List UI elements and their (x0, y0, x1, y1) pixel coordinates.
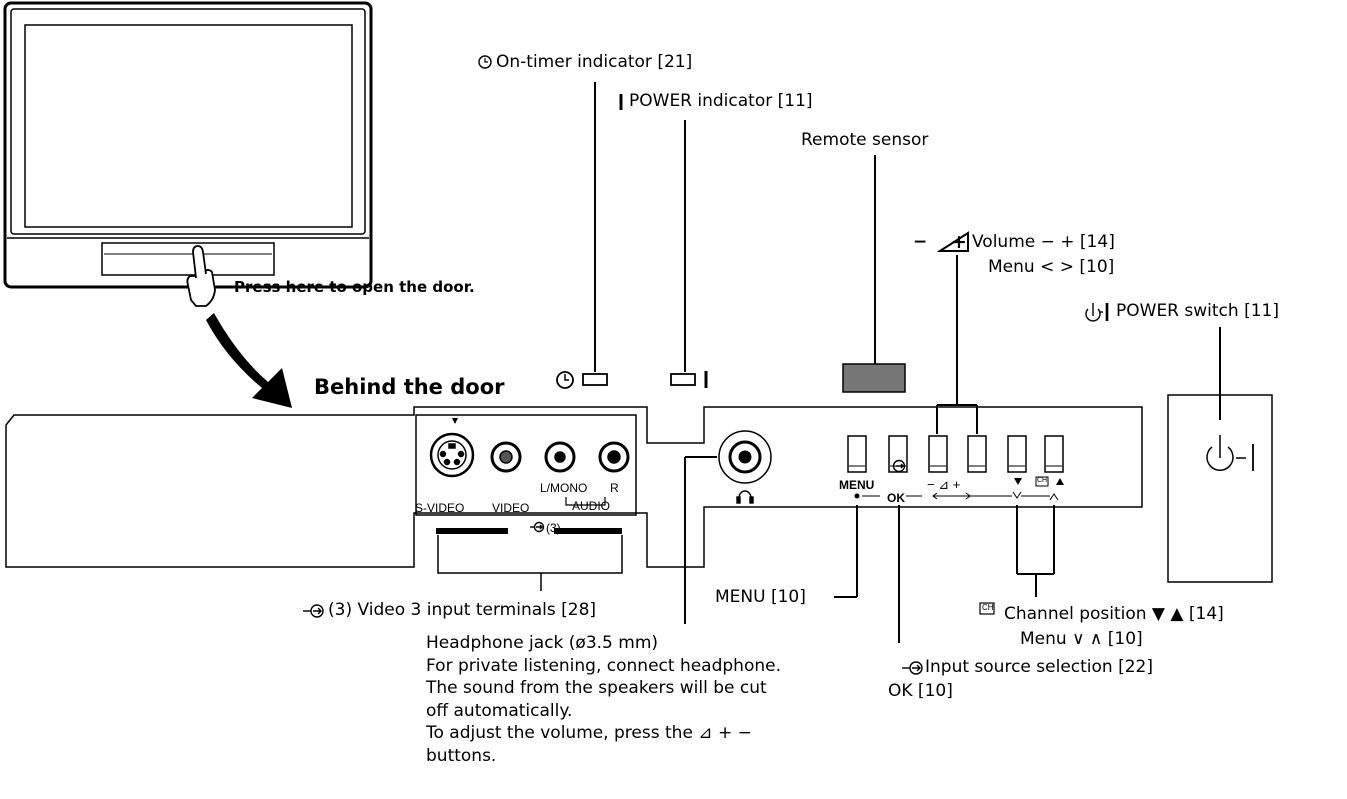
power-switch-label: POWER switch [11] (1116, 301, 1279, 321)
input-source-label: Input source selection [22] (925, 657, 1153, 677)
volume-minus-label: − (913, 232, 928, 252)
volume-plus-label: + (951, 231, 967, 253)
menu-button-label: MENU (839, 478, 875, 492)
av-input-panel (415, 414, 637, 591)
hand-pointer-icon (186, 245, 216, 307)
channel-icon (979, 476, 1049, 615)
headphone-icon (736, 490, 754, 504)
menu-label: MENU [10] (715, 587, 806, 607)
input3-label: (3) (546, 521, 561, 535)
indicators (478, 55, 708, 389)
ch-callout-label: CH (982, 603, 994, 612)
audio-label: AUDIO (572, 499, 611, 513)
power-indicator-label: POWER indicator [11] (629, 91, 813, 111)
power-standby-icon (1206, 435, 1254, 471)
r-label: R (610, 481, 619, 495)
video-label: VIDEO (492, 501, 530, 515)
volume-panel-label: − ⊿ + (927, 477, 961, 492)
headphone-jack (684, 430, 772, 624)
volume-triangle-icon (936, 231, 969, 252)
ok-button-label: OK (887, 491, 905, 505)
s-video-label: S-VIDEO (415, 501, 465, 515)
front-panel (5, 394, 1273, 583)
channel-label: Channel position ▼ ▲ [14] (1004, 604, 1224, 624)
menu-lr-label: Menu < > [10] (988, 257, 1115, 277)
press-here-label: Press here to open the door. (234, 278, 475, 296)
volume-bracket (936, 255, 978, 434)
volume-label: Volume − + [14] (972, 232, 1115, 252)
panel-scale (854, 491, 1059, 501)
menu-ud-label: Menu ∨ ∧ [10] (1020, 629, 1143, 649)
power-switch (1085, 303, 1254, 471)
ch-button-label: CH (1037, 477, 1048, 484)
ok-label: OK [10] (888, 681, 953, 701)
clock-icon (556, 371, 574, 389)
remote-sensor (842, 155, 906, 393)
l-mono-label: L/MONO (540, 481, 588, 495)
headphone-description: Headphone jack (ø3.5 mm) For private lis… (426, 633, 781, 766)
remote-sensor-label: Remote sensor (801, 130, 929, 150)
video3-label: (3) Video 3 input terminals [28] (328, 600, 597, 620)
behind-door-title: Behind the door (314, 375, 505, 399)
leader-lines (834, 505, 900, 643)
input-arrow-icon (303, 459, 923, 675)
curved-arrow-icon (206, 313, 292, 408)
on-timer-label: On-timer indicator [21] (496, 52, 693, 72)
control-buttons (847, 435, 1064, 473)
tv-icon (3, 1, 373, 289)
channel-bracket (1016, 505, 1055, 597)
